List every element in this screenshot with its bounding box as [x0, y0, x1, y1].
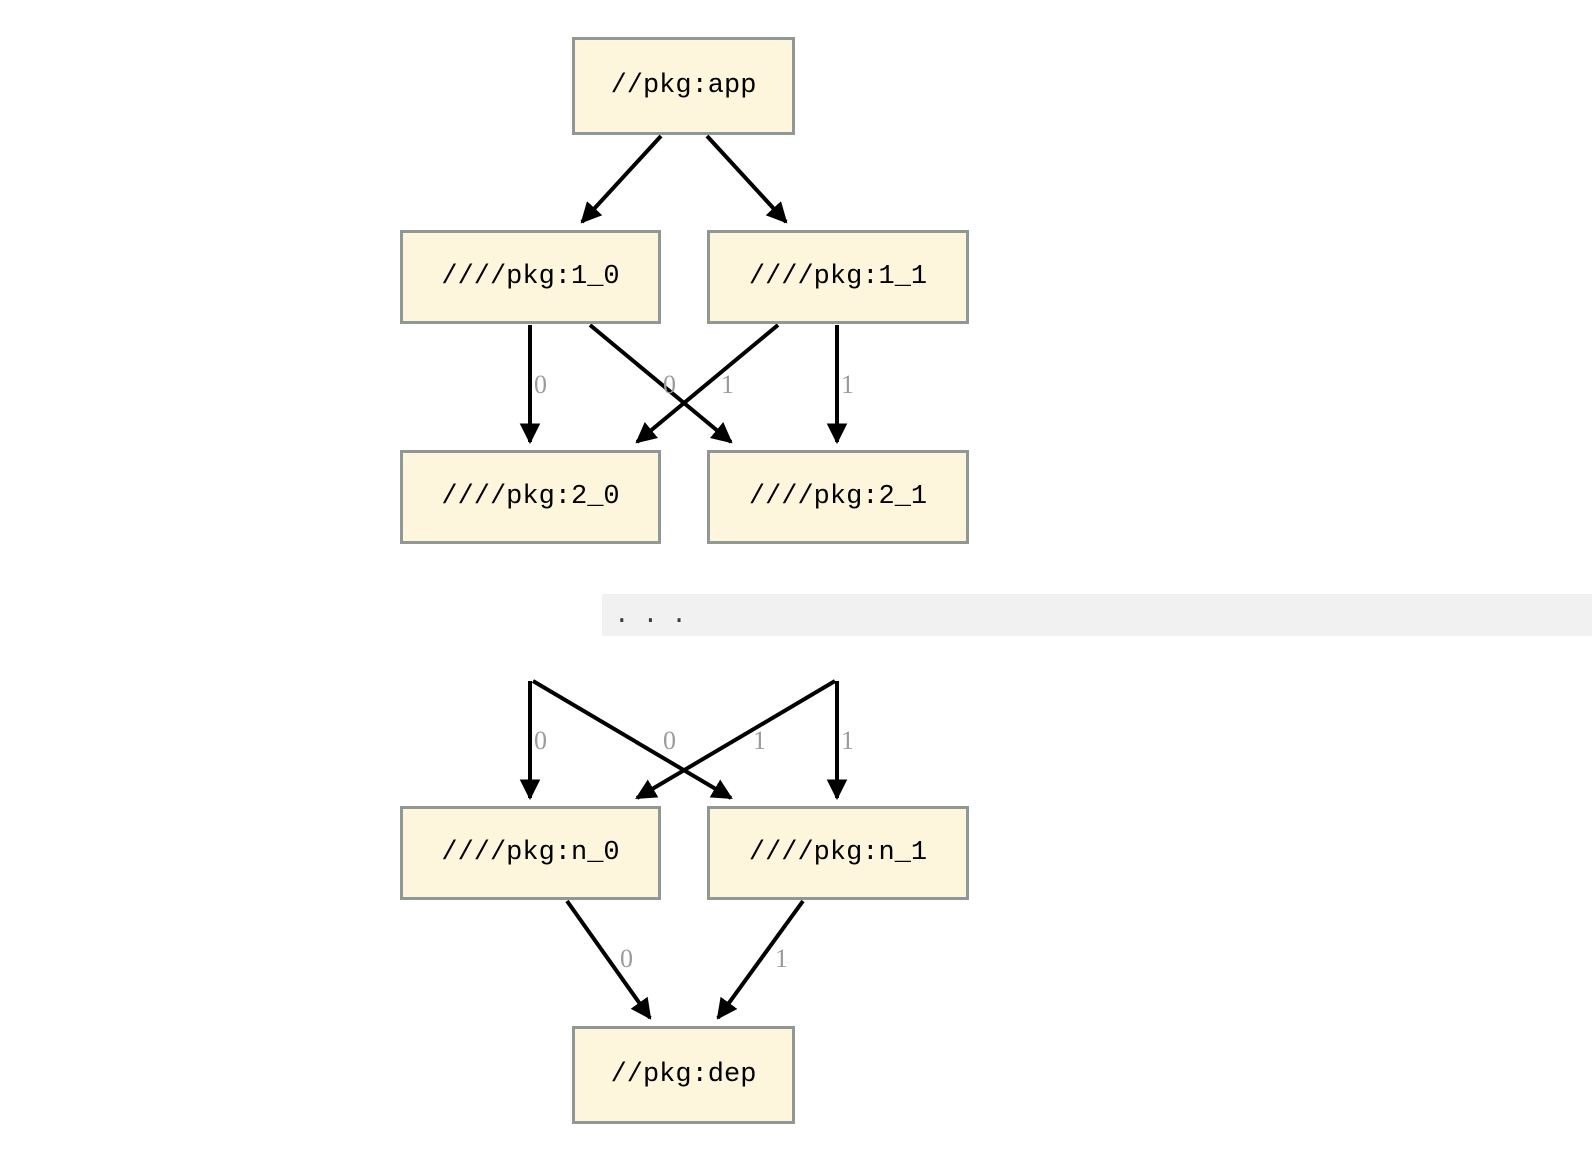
node-pkg-2-0[interactable]: ////pkg:2_0 [400, 450, 661, 544]
edge-label-n_0-to-dep: 0 [620, 944, 633, 973]
ellipsis-label: ... [614, 600, 700, 630]
edge-n_1-to-dep [716, 899, 805, 1020]
edge-label-1_1-to-2_1: 1 [841, 370, 854, 399]
node-pkg-2-1[interactable]: ////pkg:2_1 [707, 450, 969, 544]
node-pkg-1-0[interactable]: ////pkg:1_0 [400, 230, 661, 324]
node-pkg-2-0-label: ////pkg:2_0 [441, 481, 620, 512]
edge-label-1_0-to-2_0: 0 [534, 370, 547, 399]
node-app-label: //pkg:app [610, 70, 757, 101]
edge-app-to-1_0 [580, 134, 663, 224]
node-pkg-n-0-label: ////pkg:n_0 [441, 837, 620, 868]
node-pkg-1-0-label: ////pkg:1_0 [441, 261, 620, 292]
edge-label-above-to-n_0: 0 [534, 726, 547, 755]
node-app[interactable]: //pkg:app [572, 37, 795, 135]
node-pkg-n-1[interactable]: ////pkg:n_1 [707, 806, 969, 900]
edge-label-above-to-n_1: 0 [663, 726, 676, 755]
edge-app-to-1_1 [705, 134, 788, 224]
edge-label-1_0-to-2_1: 0 [663, 370, 676, 399]
node-pkg-n-1-label: ////pkg:n_1 [748, 837, 928, 868]
edge-above-to-n_1 [531, 679, 733, 800]
edge-above2-to-n_0 [635, 679, 837, 800]
node-dep[interactable]: //pkg:dep [572, 1026, 795, 1124]
node-pkg-1-1-label: ////pkg:1_1 [748, 261, 928, 292]
node-pkg-n-0[interactable]: ////pkg:n_0 [400, 806, 661, 900]
node-dep-label: //pkg:dep [610, 1059, 757, 1090]
edge-label-above2-to-n_0: 1 [753, 726, 766, 755]
edge-1_0-to-2_1 [588, 323, 733, 444]
edge-label-above2-to-n_1: 1 [841, 726, 854, 755]
node-pkg-1-1[interactable]: ////pkg:1_1 [707, 230, 969, 324]
ellipsis-separator: ... [602, 594, 1592, 636]
edge-1_1-to-2_0 [635, 323, 780, 444]
edge-label-n_1-to-dep: 1 [775, 944, 788, 973]
edge-n_0-to-dep [565, 899, 652, 1020]
edge-label-1_1-to-2_0: 1 [721, 370, 734, 399]
node-pkg-2-1-label: ////pkg:2_1 [748, 481, 928, 512]
